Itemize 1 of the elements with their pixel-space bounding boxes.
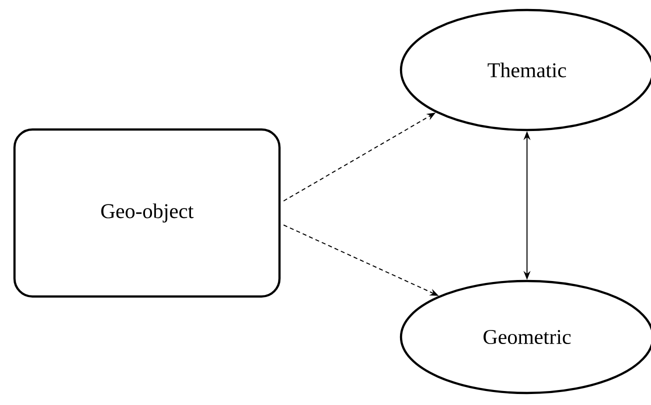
rounded-box: Geo-object: [13, 128, 281, 298]
